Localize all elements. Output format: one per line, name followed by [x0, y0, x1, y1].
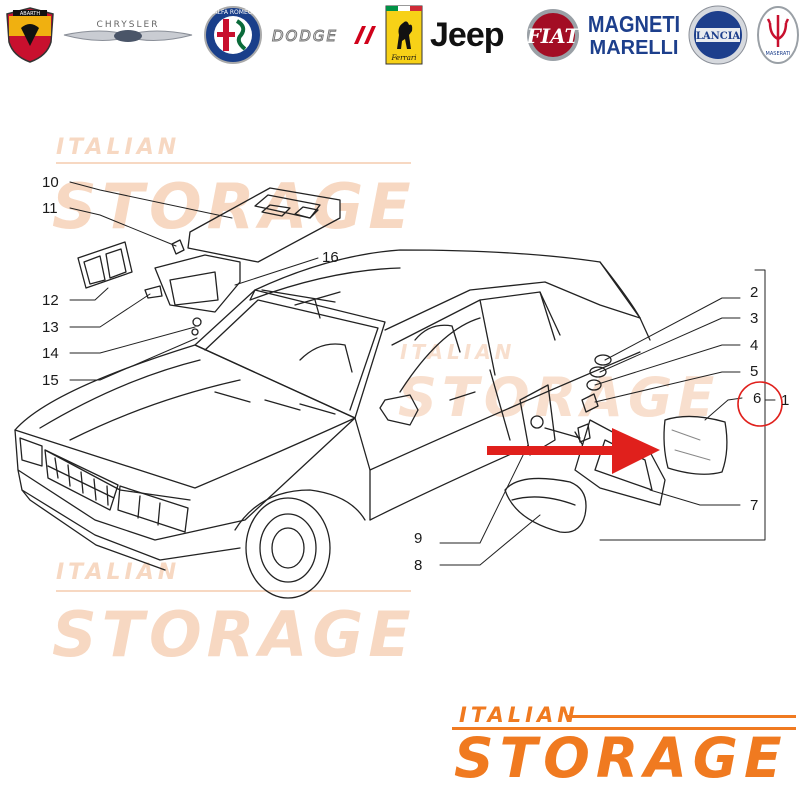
callout-3: 3 [750, 310, 759, 327]
svg-text:ABARTH: ABARTH [20, 11, 40, 17]
watermark-top-line1: ITALIAN [56, 135, 181, 160]
svg-text:MARELLI: MARELLI [590, 37, 679, 59]
callout-6: 6 [753, 390, 762, 407]
callout-4: 4 [750, 337, 759, 354]
logo-rule-mid [452, 727, 796, 730]
callout-9: 9 [414, 530, 423, 547]
svg-text:MASERATI: MASERATI [766, 51, 791, 57]
watermark-bottom-rule [56, 590, 411, 592]
svg-text:CHRYSLER: CHRYSLER [97, 20, 160, 30]
watermark-top-rule [56, 162, 411, 164]
callout-7: 7 [750, 497, 759, 514]
lancia-logo: LANCIA [686, 5, 750, 65]
ferrari-logo: Ferrari [384, 5, 424, 65]
fiat-logo: FIAT [524, 6, 582, 64]
callout-13: 13 [42, 319, 59, 336]
highlight-arrow [487, 428, 660, 474]
callout-2: 2 [750, 284, 759, 301]
callout-11: 11 [42, 200, 58, 217]
callout-16: 16 [322, 249, 339, 266]
brand-logo-bar: ABARTH CHRYSLER ALFA ROMEO DODGE [0, 0, 800, 70]
console-assembly [77, 187, 341, 336]
car-illustration [14, 249, 651, 599]
highlight-circle [737, 381, 783, 427]
watermark-middle-line1: ITALIAN [400, 340, 516, 364]
callout-5: 5 [750, 363, 759, 380]
svg-text:FIAT: FIAT [526, 24, 581, 48]
mirror-assembly [504, 354, 728, 534]
logo-italian: ITALIAN [459, 703, 579, 727]
dodge-logo: DODGE [270, 6, 380, 64]
chrysler-logo: CHRYSLER [62, 6, 194, 64]
maserati-logo: MASERATI [756, 6, 800, 64]
svg-text:LANCIA: LANCIA [696, 31, 741, 42]
leader-lines [69, 181, 776, 566]
callout-10: 10 [42, 174, 59, 191]
magneti-marelli-logo: MAGNETI MARELLI [588, 6, 680, 64]
svg-text:Ferrari: Ferrari [390, 54, 416, 62]
callout-12: 12 [42, 292, 59, 309]
callout-8: 8 [414, 557, 423, 574]
jeep-logo: Jeep [430, 16, 504, 54]
logo-rule-top [568, 715, 796, 718]
watermark-middle-line2: STORAGE [398, 366, 720, 429]
watermark-top-line2: STORAGE [52, 170, 416, 243]
svg-text:MAGNETI: MAGNETI [588, 11, 680, 38]
abarth-logo: ABARTH [2, 6, 58, 64]
parts-diagram [14, 181, 783, 599]
callout-15: 15 [42, 372, 59, 389]
svg-text:ALFA ROMEO: ALFA ROMEO [214, 9, 253, 16]
svg-text:DODGE: DODGE [272, 27, 338, 45]
logo-storage: STORAGE [454, 726, 788, 790]
alfa-romeo-logo: ALFA ROMEO [202, 6, 264, 64]
callout-1: 1 [781, 392, 790, 409]
watermark-bottom-line2: STORAGE [52, 598, 416, 671]
callout-14: 14 [42, 345, 59, 362]
watermark-bottom-line1: ITALIAN [56, 560, 181, 585]
